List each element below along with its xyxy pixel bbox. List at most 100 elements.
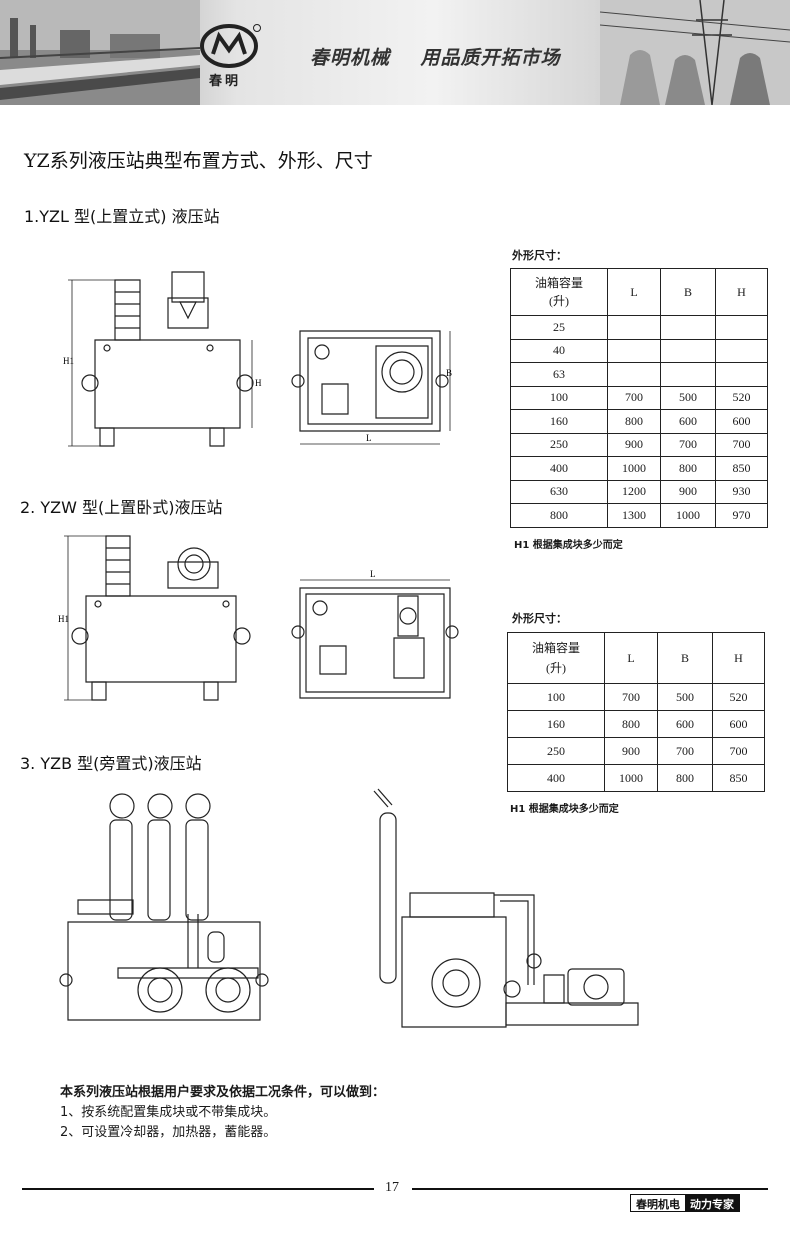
cell [660, 362, 716, 387]
cell: 700 [657, 737, 713, 765]
cell: 700 [715, 432, 768, 457]
header-h: H [715, 268, 768, 316]
page-title: YZ系列液压站典型布置方式、外形、尺寸 [24, 150, 373, 172]
b-label: B [446, 368, 452, 378]
cell: 100 [510, 385, 608, 410]
logo-text: 春明 [209, 74, 242, 89]
cell: 500 [657, 683, 713, 711]
yzb-front-view-drawing [58, 790, 280, 1040]
cell: 700 [607, 385, 661, 410]
power-tower-photo-right [600, 0, 790, 105]
header-b: B [657, 632, 713, 684]
table1-caption: 外形尺寸： [512, 249, 567, 262]
note-2: 2、可设置冷却器，加热器，蓄能器。 [60, 1125, 277, 1140]
cell: 600 [660, 409, 716, 434]
table2-note: H1 根据集成块多少而定 [510, 804, 619, 815]
cell: 800 [607, 409, 661, 434]
cell [715, 315, 768, 340]
cell: 800 [660, 456, 716, 481]
yzl-front-view-drawing: H1 H [63, 268, 262, 458]
footer-brand-badge: 春明机电 动力专家 [630, 1194, 740, 1212]
header-capacity: 油箱容量 (升) [510, 268, 608, 316]
cell [715, 362, 768, 387]
cell: 800 [604, 710, 658, 738]
h-label: H [255, 378, 262, 388]
cell: 520 [712, 683, 765, 711]
table-row: 63 [510, 362, 768, 387]
cell: 850 [715, 456, 768, 481]
yzb-side-view-drawing [364, 785, 644, 1037]
cell: 100 [507, 683, 605, 711]
footer-brand-name: 春明机电 [631, 1195, 685, 1211]
cell [607, 315, 661, 340]
cell: 900 [660, 479, 716, 504]
header-slogan: 春明机械 用品质开拓市场 [310, 47, 561, 69]
yzw-top-view-drawing: L [288, 569, 468, 704]
yzl-top-view-drawing: L B [290, 326, 452, 454]
footer-divider-right [412, 1188, 768, 1190]
table-row: 25 [510, 315, 768, 340]
cell [660, 315, 716, 340]
cell: 250 [507, 737, 605, 765]
cell [715, 338, 768, 363]
header-h: H [712, 632, 765, 684]
cell [607, 338, 661, 363]
page-header-banner: 春明 春明机械 用品质开拓市场 [0, 0, 790, 105]
cell: 1000 [607, 456, 661, 481]
cell: 700 [604, 683, 658, 711]
notes-intro: 本系列液压站根据用户要求及依据工况条件，可以做到： [60, 1085, 386, 1100]
cell: 700 [660, 432, 716, 457]
footer-divider-left [22, 1188, 374, 1190]
cell: 900 [604, 737, 658, 765]
company-logo-icon [200, 24, 261, 68]
cell: 1300 [607, 503, 661, 528]
cell: 1000 [604, 764, 658, 792]
cell: 630 [510, 479, 608, 504]
cell: 800 [657, 764, 713, 792]
h1-label: H1 [63, 356, 74, 366]
section-2-heading: 2. YZW 型(上置卧式)液压站 [20, 498, 223, 517]
cell: 520 [715, 385, 768, 410]
cell: 700 [712, 737, 765, 765]
table2-caption: 外形尺寸： [512, 612, 567, 625]
cell: 600 [712, 710, 765, 738]
table-header-row: 油箱容量 (升) L B H [510, 268, 768, 316]
header-b: B [660, 268, 716, 316]
footer-brand-tagline: 动力专家 [685, 1195, 739, 1211]
cell [607, 362, 661, 387]
bottom-notes: 本系列液压站根据用户要求及依据工况条件，可以做到： 1、按系统配置集成块或不带集… [60, 1083, 385, 1143]
cell [660, 338, 716, 363]
cell: 970 [715, 503, 768, 528]
cell: 500 [660, 385, 716, 410]
l-label: L [370, 569, 376, 579]
cell: 900 [607, 432, 661, 457]
cell: 850 [712, 764, 765, 792]
cell: 400 [510, 456, 608, 481]
cell: 250 [510, 432, 608, 457]
cell: 800 [510, 503, 608, 528]
cell: 930 [715, 479, 768, 504]
cell: 25 [510, 315, 608, 340]
table-header-row: 油箱容量 (升) L B H [507, 632, 765, 684]
cell: 600 [657, 710, 713, 738]
page-number: 17 [385, 1180, 399, 1195]
cell: 1200 [607, 479, 661, 504]
section-3-heading: 3. YZB 型(旁置式)液压站 [20, 754, 202, 773]
note-1: 1、按系统配置集成块或不带集成块。 [60, 1105, 277, 1120]
header-l: L [607, 268, 661, 316]
l-label: L [366, 433, 372, 443]
cell: 40 [510, 338, 608, 363]
h1-label: H1 [58, 614, 69, 624]
